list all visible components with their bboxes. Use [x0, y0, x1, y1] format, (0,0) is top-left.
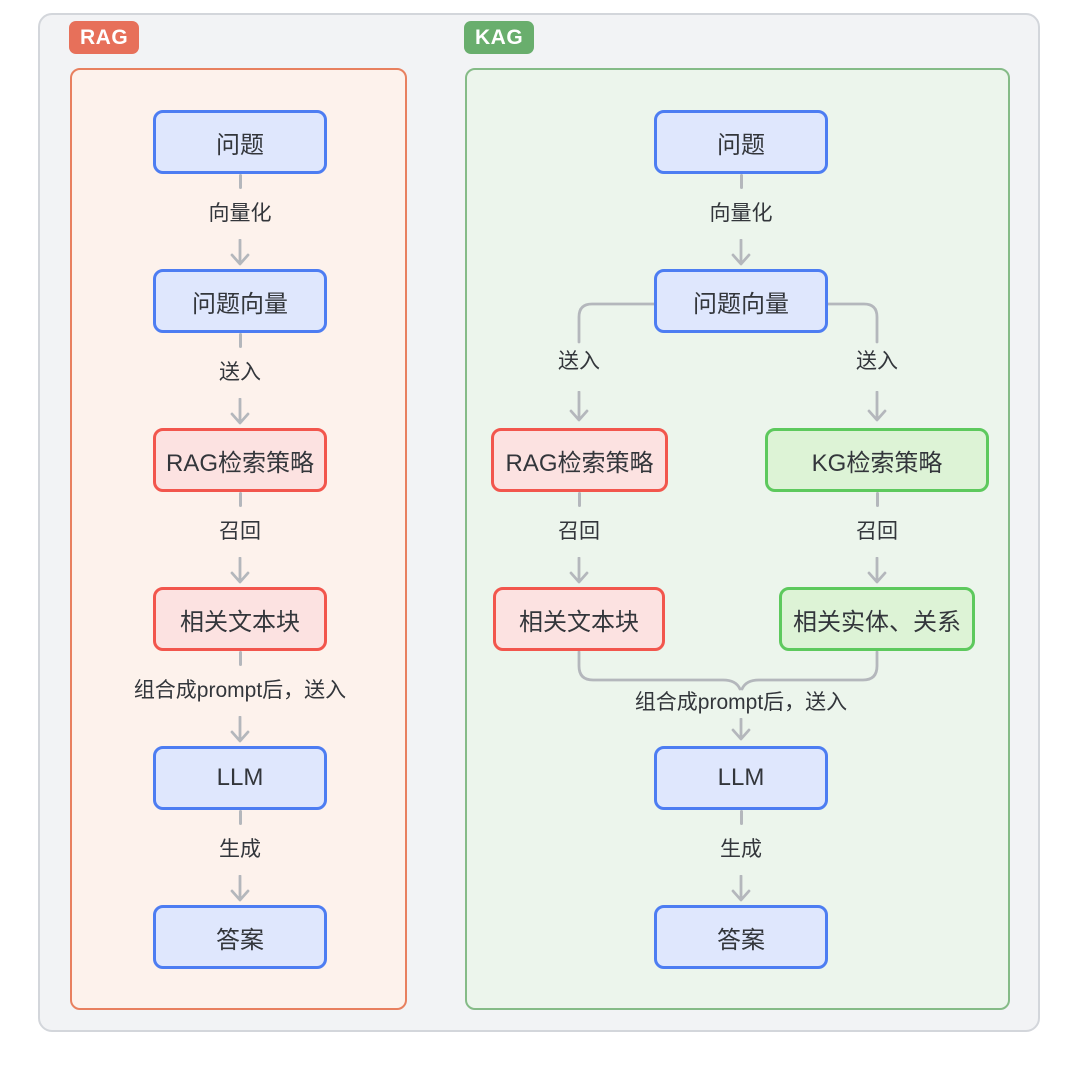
kag-node-kg-strategy: KG检索策略 — [765, 428, 989, 492]
edge-label: 送入 — [219, 361, 261, 385]
rag-node-rag-strategy: RAG检索策略 — [153, 428, 327, 492]
edge-label: 向量化 — [208, 202, 272, 226]
kag-edge-recall-right: 召回 — [727, 492, 1027, 587]
edge-line — [238, 651, 242, 666]
arrow-down-icon — [230, 239, 250, 266]
rag-node-question-vector: 问题向量 — [153, 269, 327, 333]
edge-label: 召回 — [856, 520, 898, 544]
kag-node-entities-relations: 相关实体、关系 — [779, 587, 975, 651]
edge-label: 送入 — [856, 350, 898, 373]
arrow-down-icon — [230, 875, 250, 902]
edge-label: 召回 — [219, 520, 261, 544]
kag-node-question: 问题 — [654, 110, 828, 174]
edge-label: 向量化 — [709, 202, 773, 226]
kag-panel: 问题 向量化 问题向量 送入 送入 RAG检索策略 KG检索策略 召回 — [465, 68, 1010, 1010]
kag-edge-compose-prompt: 组合成prompt后，送入 — [591, 691, 891, 744]
edge-label: 召回 — [558, 520, 600, 544]
rag-node-answer: 答案 — [153, 905, 327, 969]
arrow-down-icon — [731, 718, 751, 741]
rag-edge-feed: 送入 — [90, 333, 390, 428]
rag-node-text-chunks: 相关文本块 — [153, 587, 327, 651]
comparison-canvas: RAG KAG 问题 向量化 问题向量 送入 RAG检索策略 召回 相关文本块 — [38, 13, 1040, 1032]
rag-edge-compose-prompt: 组合成prompt后，送入 — [90, 651, 390, 746]
rag-edge-recall: 召回 — [90, 492, 390, 587]
kag-node-answer: 答案 — [654, 905, 828, 969]
edge-line — [238, 492, 242, 507]
edge-label: 组合成prompt后，送入 — [133, 679, 347, 703]
edge-label: 送入 — [558, 350, 600, 373]
kag-badge: KAG — [464, 21, 535, 54]
edge-line — [238, 333, 242, 348]
arrow-down-icon — [731, 239, 751, 266]
arrow-down-icon — [230, 716, 250, 743]
kag-edge-feed-left: 送入 — [429, 350, 729, 425]
edge-label: 组合成prompt后，送入 — [634, 691, 848, 714]
edge-line — [739, 810, 743, 825]
edge-line — [238, 174, 242, 189]
kag-node-text-chunks: 相关文本块 — [493, 587, 665, 651]
kag-edge-feed-right: 送入 — [727, 350, 1027, 425]
edge-label: 生成 — [219, 838, 261, 862]
rag-node-question: 问题 — [153, 110, 327, 174]
rag-panel: 问题 向量化 问题向量 送入 RAG检索策略 召回 相关文本块 组合成promp… — [70, 68, 407, 1010]
arrow-down-icon — [230, 398, 250, 425]
rag-node-llm: LLM — [153, 746, 327, 810]
arrow-down-icon — [867, 391, 887, 422]
arrow-down-icon — [731, 875, 751, 902]
kag-node-question-vector: 问题向量 — [654, 269, 828, 333]
edge-label: 生成 — [720, 838, 762, 862]
edge-line — [875, 492, 879, 507]
rag-edge-vectorize: 向量化 — [90, 174, 390, 269]
kag-edge-recall-left: 召回 — [429, 492, 729, 587]
edge-line — [238, 810, 242, 825]
kag-edge-generate: 生成 — [591, 810, 891, 905]
kag-node-llm: LLM — [654, 746, 828, 810]
arrow-down-icon — [569, 557, 589, 584]
arrow-down-icon — [230, 557, 250, 584]
kag-edge-vectorize: 向量化 — [591, 174, 891, 269]
arrow-down-icon — [867, 557, 887, 584]
arrow-down-icon — [569, 391, 589, 422]
edge-line — [577, 492, 581, 507]
rag-edge-generate: 生成 — [90, 810, 390, 905]
edge-line — [739, 174, 743, 189]
kag-node-rag-strategy: RAG检索策略 — [491, 428, 668, 492]
rag-badge: RAG — [69, 21, 140, 54]
